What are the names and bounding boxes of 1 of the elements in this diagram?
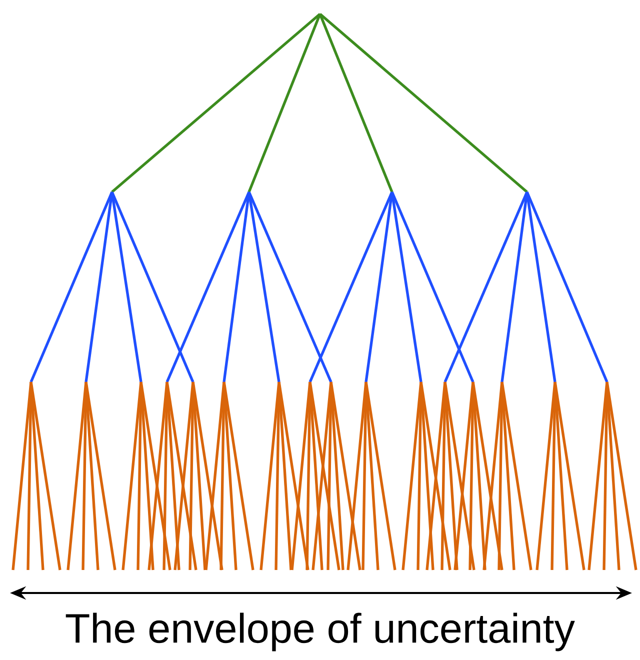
caption-text: The envelope of uncertainty bbox=[66, 612, 575, 652]
